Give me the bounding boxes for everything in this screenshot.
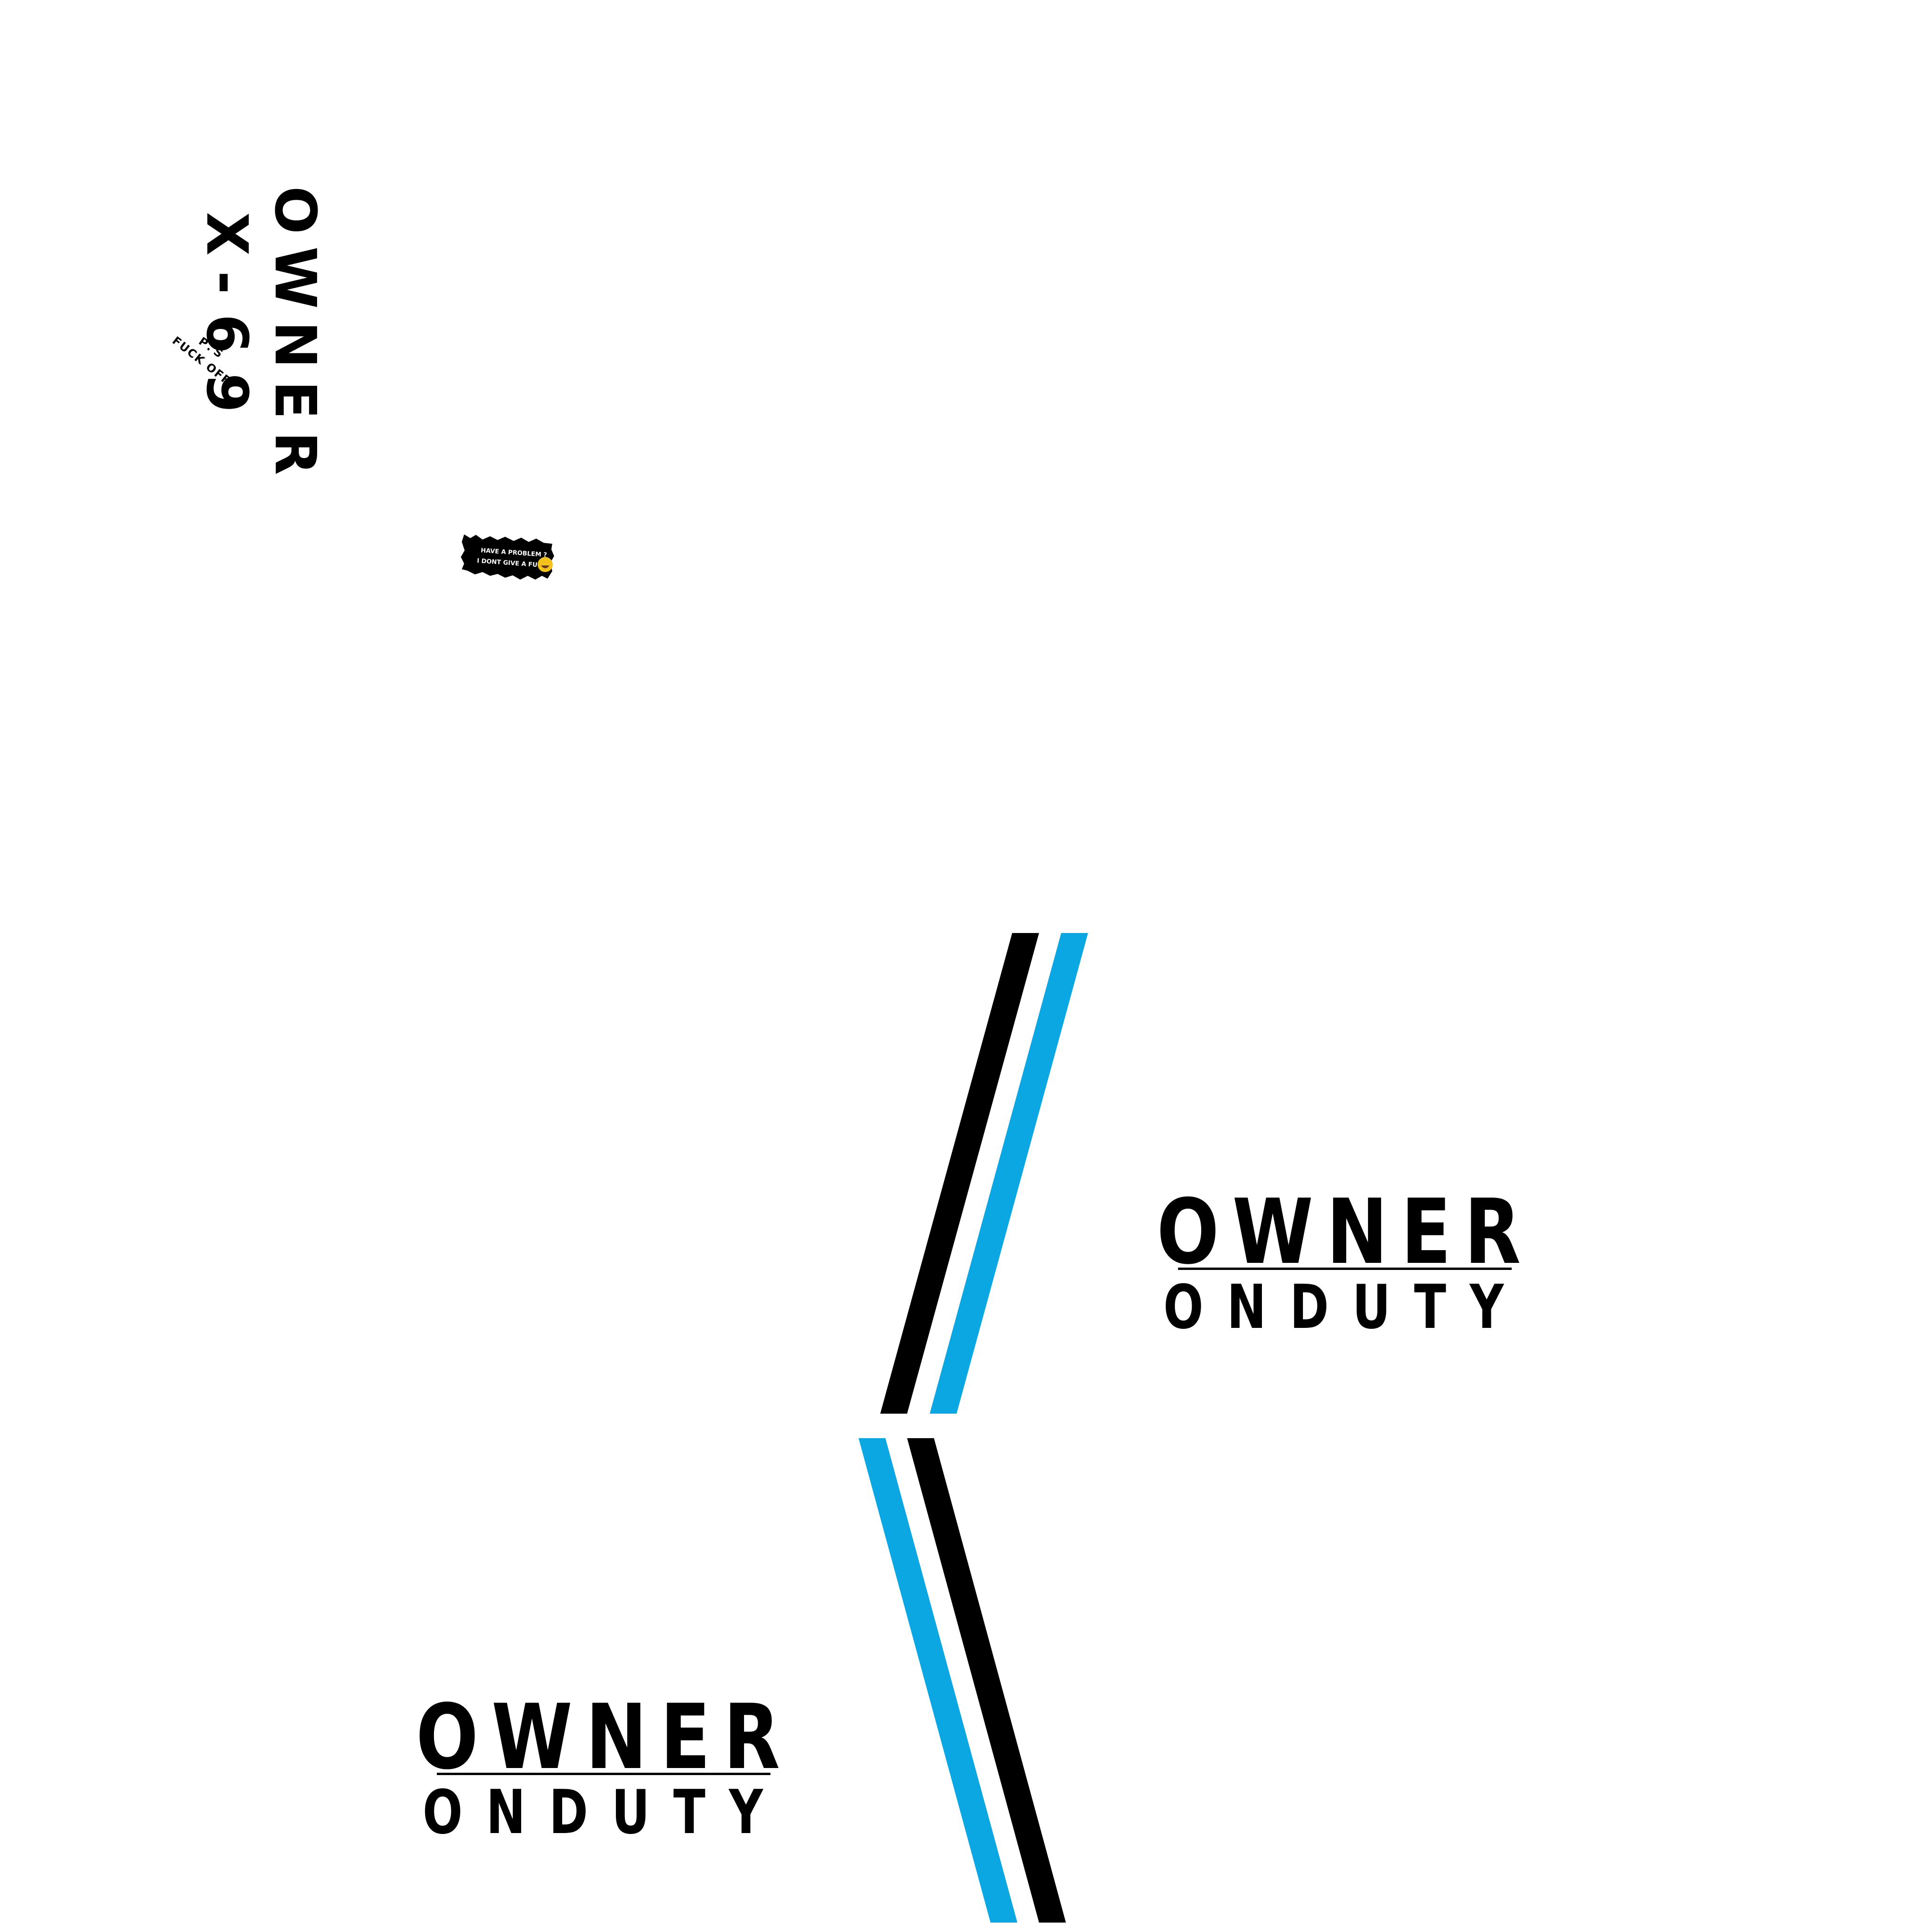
upper-blue-stripe xyxy=(930,933,1088,1414)
sticker-paper xyxy=(461,534,554,580)
corner-stamp-code: X-69 xyxy=(194,212,259,433)
logo-top-subtitle: ONDUTY xyxy=(1163,1272,1527,1343)
logo-top-title: OWNER xyxy=(1157,1180,1534,1284)
laughing-emoji-icon xyxy=(538,557,553,572)
torn-sticker: HAVE A PROBLEM ? I DONT GIVE A FUCK xyxy=(461,534,554,580)
lower-black-stripe xyxy=(907,1438,1066,1923)
upper-stripes xyxy=(880,933,1088,1414)
corner-stamp: OWNER X-69 P.S FUCK OFF xyxy=(170,186,327,487)
logo-top-divider xyxy=(1178,1268,1512,1270)
corner-stamp-owner: OWNER xyxy=(262,186,327,487)
logo-bottom-divider xyxy=(437,1773,770,1775)
upper-black-stripe xyxy=(880,933,1039,1414)
lower-blue-stripe xyxy=(859,1438,1017,1923)
logo-top: OWNER ONDUTY xyxy=(1157,1180,1534,1343)
logo-bottom-subtitle: ONDUTY xyxy=(423,1777,786,1848)
logo-bottom: OWNER ONDUTY xyxy=(416,1685,793,1848)
logo-bottom-title: OWNER xyxy=(416,1685,793,1789)
laughing-emoji-mouth xyxy=(541,565,549,568)
lower-stripes xyxy=(859,1438,1066,1923)
